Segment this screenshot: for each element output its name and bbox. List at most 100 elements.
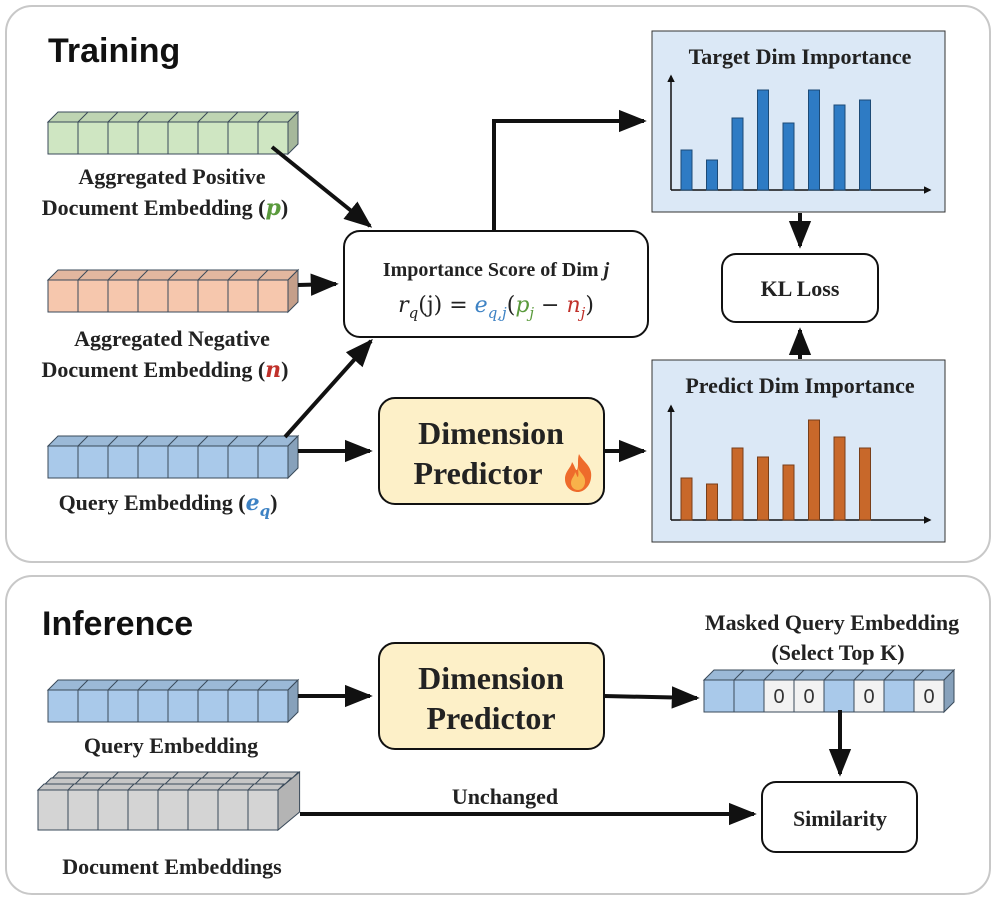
embedding-cell xyxy=(167,445,199,479)
positive-label-line2: Document Embedding (p) xyxy=(42,195,288,221)
positive-embedding-bar xyxy=(46,110,300,156)
embedding-cell xyxy=(137,689,169,723)
document-cell xyxy=(217,789,249,831)
positive-label-line1: Aggregated Positive xyxy=(78,164,265,189)
chart-bar xyxy=(859,99,871,191)
inference-title: Inference xyxy=(42,605,193,643)
document-embeddings-label: Document Embeddings xyxy=(62,854,282,879)
chart-bar xyxy=(782,464,795,521)
predictor-label-line1: Dimension xyxy=(418,415,564,451)
document-cell xyxy=(247,789,279,831)
embedding-cell xyxy=(137,121,169,155)
embedding-cell xyxy=(137,279,169,313)
chart-bar xyxy=(833,104,846,191)
embedding-cell xyxy=(107,689,139,723)
masked-zero-value: 0 xyxy=(863,686,874,708)
target-chart-panel: Target Dim Importance xyxy=(651,30,946,213)
chart-bar xyxy=(859,447,871,521)
target-chart-plot xyxy=(667,74,932,194)
embedding-cell xyxy=(107,121,139,155)
document-cell xyxy=(157,789,189,831)
masked-label-line2: (Select Top K) xyxy=(771,640,904,665)
chart-bar xyxy=(680,149,693,191)
document-cell xyxy=(127,789,159,831)
chart-bar xyxy=(731,117,744,191)
importance-formula: rq(j) = eq,j(pj − nj) xyxy=(398,293,594,322)
chart-bar xyxy=(706,483,718,521)
unchanged-label: Unchanged xyxy=(452,784,558,809)
embedding-cell xyxy=(137,445,169,479)
embedding-cell xyxy=(257,445,289,479)
chart-bar xyxy=(808,89,820,191)
embedding-cell xyxy=(47,689,79,723)
embedding-cell xyxy=(257,689,289,723)
embedding-cell xyxy=(167,121,199,155)
embedding-cell xyxy=(733,679,765,713)
embedding-cell xyxy=(167,689,199,723)
chart-bar xyxy=(706,159,718,191)
masked-zero-value: 0 xyxy=(923,686,934,708)
embedding-cell xyxy=(47,279,79,313)
embedding-cell xyxy=(227,279,259,313)
arrow-query-to-score xyxy=(283,338,373,439)
masked-zero-value: 0 xyxy=(773,686,784,708)
importance-score-title: Importance Score of Dim j xyxy=(383,259,610,281)
arrow-score-to-target xyxy=(492,109,647,231)
chart-bar xyxy=(757,89,769,191)
document-cell xyxy=(37,789,69,831)
masked-label-line1: Masked Query Embedding xyxy=(705,610,959,635)
inference-query-embedding-bar xyxy=(46,678,300,724)
inference-query-label: Query Embedding xyxy=(84,733,258,758)
predict-chart-title: Predict Dim Importance xyxy=(685,373,915,398)
training-title: Training xyxy=(48,32,180,70)
embedding-cell xyxy=(703,679,735,713)
embedding-cell xyxy=(77,445,109,479)
chart-bar xyxy=(680,477,693,521)
chart-bar xyxy=(808,419,820,521)
kl-loss-box xyxy=(721,253,879,323)
masked-zero-value: 0 xyxy=(803,686,814,708)
negative-label-line2: Document Embedding (n) xyxy=(41,357,288,383)
embedding-cell xyxy=(197,121,229,155)
query-embedding-bar xyxy=(46,434,300,480)
embedding-cell xyxy=(913,679,945,713)
predictor-label-line2: Predictor xyxy=(413,455,542,491)
predict-chart-panel: Predict Dim Importance xyxy=(651,359,946,543)
similarity-box xyxy=(761,781,918,853)
inference-predictor-line2: Predictor xyxy=(426,700,555,736)
embedding-cell xyxy=(107,279,139,313)
target-chart-title: Target Dim Importance xyxy=(689,44,912,69)
fire-icon xyxy=(565,454,592,492)
embedding-cell xyxy=(853,679,885,713)
embedding-cell xyxy=(197,445,229,479)
arrow-neg-to-score xyxy=(297,273,339,296)
embedding-cell xyxy=(77,121,109,155)
kl-loss-label: KL Loss xyxy=(761,276,840,301)
document-cell xyxy=(97,789,129,831)
embedding-cell xyxy=(77,279,109,313)
chart-bar xyxy=(757,456,769,521)
document-cell xyxy=(67,789,99,831)
negative-embedding-bar xyxy=(46,268,300,314)
embedding-cell xyxy=(883,679,915,713)
embedding-cell xyxy=(167,279,199,313)
predict-chart-plot xyxy=(667,404,932,524)
embedding-cell xyxy=(107,445,139,479)
embedding-cell xyxy=(227,121,259,155)
chart-bar xyxy=(782,122,795,191)
similarity-label: Similarity xyxy=(793,806,887,831)
embedding-cell xyxy=(793,679,825,713)
arrow-pos-to-score xyxy=(270,145,373,228)
negative-label-line1: Aggregated Negative xyxy=(74,326,270,351)
chart-bar xyxy=(833,436,846,521)
embedding-cell xyxy=(197,689,229,723)
embedding-cell xyxy=(227,445,259,479)
inference-predictor-line1: Dimension xyxy=(418,660,564,696)
embedding-cell xyxy=(257,279,289,313)
embedding-cell xyxy=(77,689,109,723)
chart-bar xyxy=(731,447,744,521)
embedding-cell xyxy=(227,689,259,723)
embedding-cell xyxy=(197,279,229,313)
